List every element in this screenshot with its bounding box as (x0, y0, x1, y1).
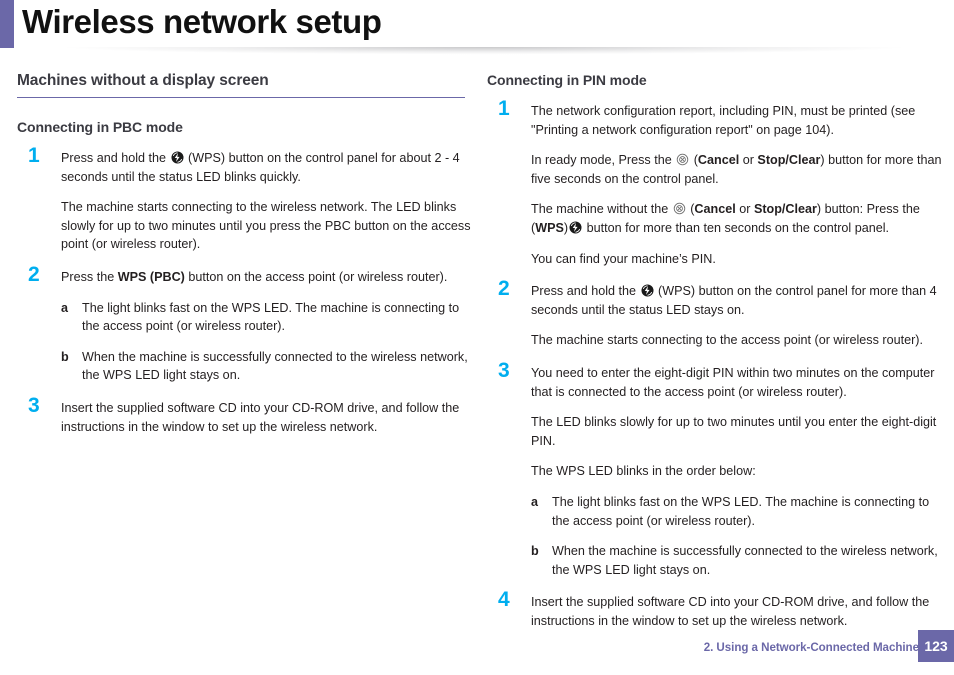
left-steps-list: 1 Press and hold the (WPS) button on the … (17, 145, 472, 436)
step-body: You need to enter the eight-digit PIN wi… (531, 364, 942, 579)
step-number: 3 (28, 393, 40, 417)
step-number: 2 (28, 262, 40, 286)
step-paragraph: In ready mode, Press the (Cancel or Stop… (531, 153, 942, 186)
sub-step-list: a The light blinks fast on the WPS LED. T… (531, 493, 942, 579)
sub-step-item: b When the machine is successfully connec… (61, 348, 472, 385)
cancel-stop-icon (676, 153, 689, 166)
page-title: Wireless network setup (22, 3, 382, 40)
emphasis-text: Cancel (697, 153, 740, 168)
emphasis-text: Stop/Clear (757, 153, 821, 168)
emphasis-text: Stop/Clear (753, 202, 817, 217)
step-number: 2 (498, 277, 510, 301)
right-steps-list: 1 The network configuration report, inclu… (487, 98, 942, 630)
step-paragraph: Insert the supplied software CD into you… (61, 400, 460, 434)
step-paragraph: Insert the supplied software CD into you… (531, 595, 930, 628)
wps-icon (569, 221, 582, 234)
page-footer: 2. Using a Network-Connected Machine 123 (0, 629, 954, 675)
wps-icon (641, 284, 654, 297)
step-paragraph: The machine starts connecting to the acc… (531, 333, 923, 348)
sub-step-text: The light blinks fast on the WPS LED. Th… (552, 494, 930, 528)
step-paragraph: The WPS LED blinks in the order below: (531, 464, 756, 479)
sub-step-letter: b (531, 544, 539, 559)
subsection-heading-pbc-mode: Connecting in PBC mode (17, 119, 183, 135)
step-number: 1 (498, 97, 510, 120)
step-paragraph: The network configuration report, includ… (531, 104, 916, 137)
step-body: Press the WPS (PBC) button on the access… (61, 268, 472, 385)
step-number: 3 (498, 358, 510, 382)
step-item: 1 Press and hold the (WPS) button on the … (17, 145, 472, 254)
emphasis-text: WPS (535, 220, 564, 235)
step-item: 4 Insert the supplied software CD into yo… (487, 589, 942, 630)
step-item: 3 Insert the supplied software CD into yo… (17, 394, 472, 436)
step-paragraph: The LED blinks slowly for up to two minu… (531, 415, 937, 448)
step-body: Press and hold the (WPS) button on the c… (531, 282, 942, 350)
step-item: 2 Press and hold the (WPS) button on the … (487, 278, 942, 350)
step-paragraph: Press and hold the (WPS) button on the c… (61, 151, 460, 184)
subsection-heading-pin-mode: Connecting in PIN mode (487, 72, 647, 88)
sub-step-list: a The light blinks fast on the WPS LED. T… (61, 299, 472, 385)
section-heading-machines-without-display: Machines without a display screen (17, 72, 465, 98)
sub-step-text: When the machine is successfully connect… (552, 544, 938, 577)
wps-icon (171, 151, 184, 164)
emphasis-text: WPS (PBC) (117, 269, 185, 284)
step-body: Insert the supplied software CD into you… (61, 399, 472, 436)
right-column: Connecting in PIN mode 1 The network conf… (487, 62, 942, 630)
step-body: Press and hold the (WPS) button on the c… (61, 149, 472, 254)
page-header: Wireless network setup (0, 0, 954, 56)
left-column: Machines without a display screen Connec… (17, 62, 472, 436)
cancel-stop-icon (673, 202, 686, 215)
step-item: 1 The network configuration report, inclu… (487, 98, 942, 268)
footer-page-number: 123 (918, 630, 954, 662)
step-paragraph: You can find your machine’s PIN. (531, 251, 716, 266)
emphasis-text: Cancel (694, 202, 736, 217)
sub-step-item: b When the machine is successfully connec… (531, 542, 942, 579)
footer-chapter-label: 2. Using a Network-Connected Machine (703, 641, 919, 654)
sub-step-item: a The light blinks fast on the WPS LED. T… (531, 493, 942, 530)
sub-step-letter: b (61, 349, 69, 364)
step-item: 2 Press the WPS (PBC) button on the acces… (17, 263, 472, 385)
step-body: Insert the supplied software CD into you… (531, 593, 942, 630)
sub-step-text: The light blinks fast on the WPS LED. Th… (82, 300, 460, 334)
step-paragraph: The machine without the (Cancel or Stop/… (531, 202, 920, 235)
header-accent-bar (0, 0, 14, 48)
sub-step-letter: a (531, 494, 539, 509)
step-number: 4 (498, 588, 510, 612)
step-paragraph: You need to enter the eight-digit PIN wi… (531, 365, 935, 399)
step-paragraph: Press and hold the (WPS) button on the c… (531, 284, 937, 317)
step-paragraph: Press the WPS (PBC) button on the access… (61, 269, 448, 284)
sub-step-item: a The light blinks fast on the WPS LED. T… (61, 299, 472, 336)
step-body: The network configuration report, includ… (531, 102, 942, 268)
sub-step-text: When the machine is successfully connect… (82, 349, 468, 383)
step-item: 3 You need to enter the eight-digit PIN w… (487, 359, 942, 579)
step-paragraph: The machine starts connecting to the wir… (61, 200, 471, 252)
step-number: 1 (28, 144, 40, 167)
sub-step-letter: a (61, 300, 69, 315)
header-divider (14, 47, 954, 56)
